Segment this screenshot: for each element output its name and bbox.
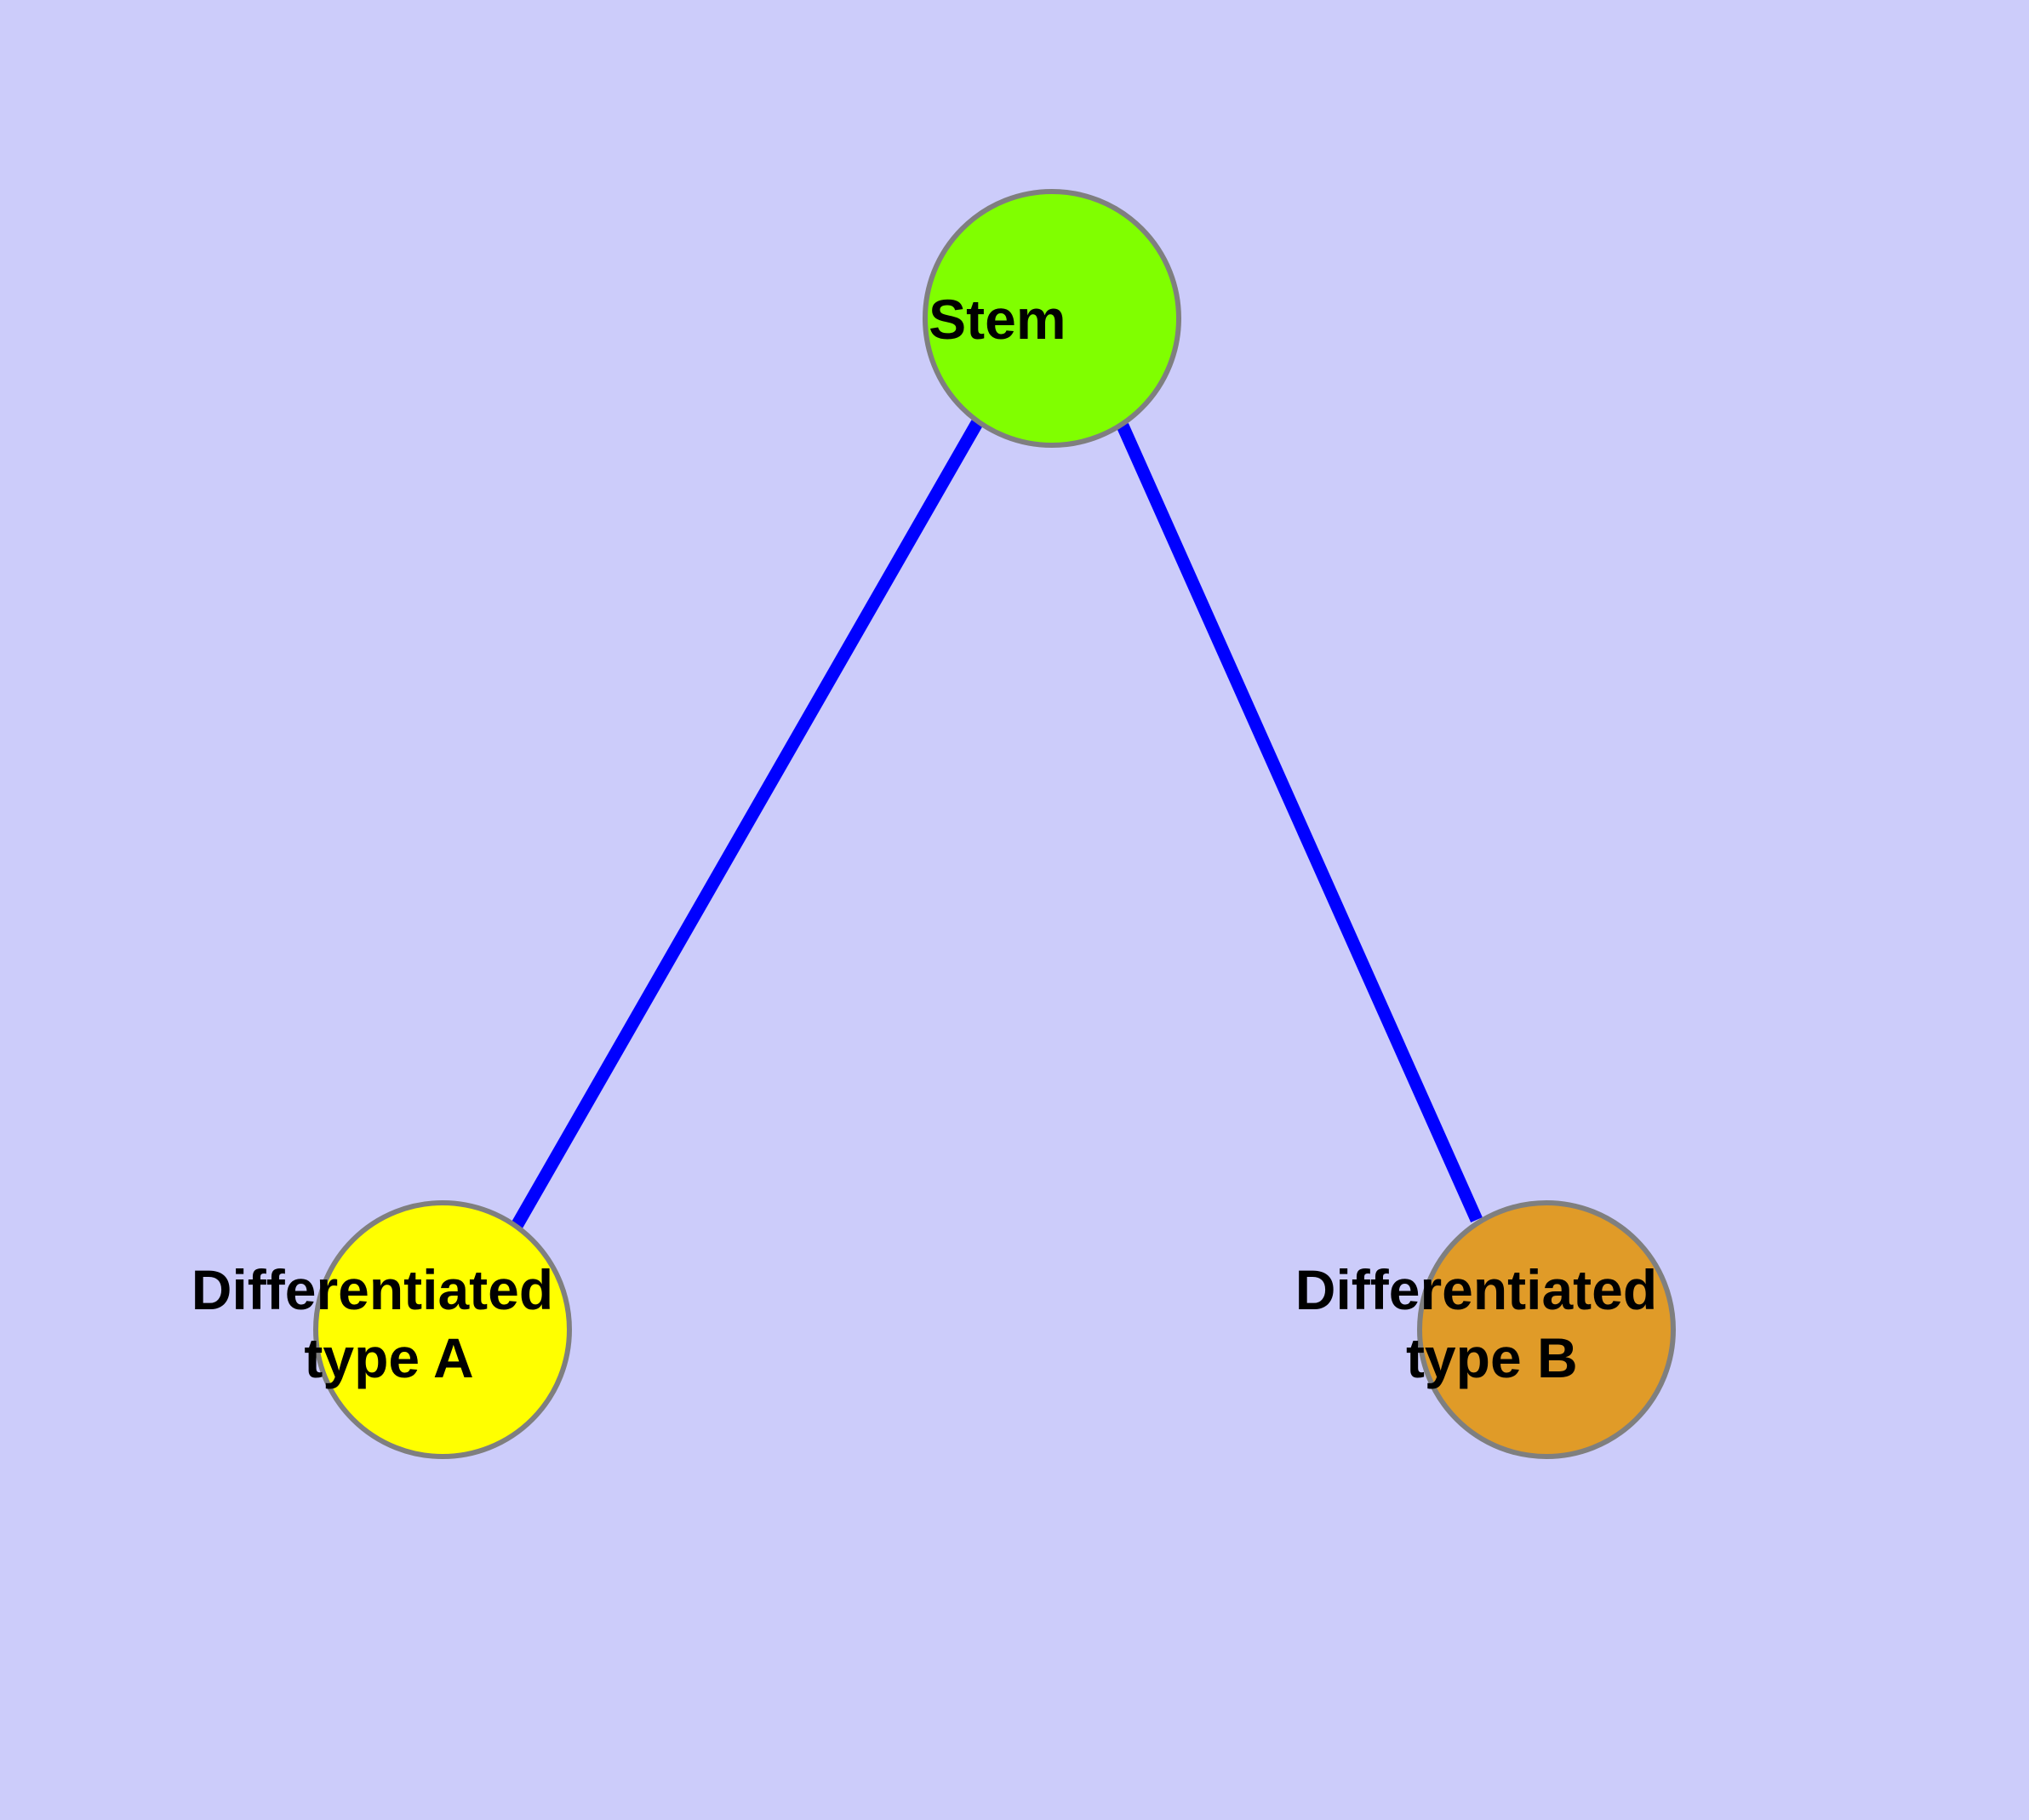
node-differentiated-type-a-circle[interactable] xyxy=(313,1200,572,1459)
node-differentiated-type-a[interactable] xyxy=(313,1200,572,1459)
node-differentiated-type-a-label-line-1: Differentiated xyxy=(191,1258,553,1321)
edge-layer xyxy=(511,420,1483,1229)
node-differentiated-type-b-label-line-2: type B xyxy=(1406,1326,1578,1389)
edge-stem-to-differentiated-type-a[interactable] xyxy=(511,420,983,1229)
node-stem-label: Stem xyxy=(929,288,1175,351)
node-differentiated-type-a-label: Differentiated type A xyxy=(191,1258,694,1389)
node-differentiated-type-b-label: Differentiated type B xyxy=(1295,1258,1798,1389)
node-stem[interactable] xyxy=(923,189,1181,448)
edge-stem-to-differentiated-type-b[interactable] xyxy=(1117,422,1483,1223)
node-stem-label-line-1: Stem xyxy=(929,288,1066,351)
node-layer xyxy=(313,189,1676,1459)
node-differentiated-type-b-label-line-1: Differentiated xyxy=(1295,1258,1657,1321)
label-layer: Stem Differentiated type A Differentiate… xyxy=(191,288,1798,1389)
node-differentiated-type-b[interactable] xyxy=(1417,1200,1676,1459)
node-differentiated-type-b-circle[interactable] xyxy=(1417,1200,1676,1459)
node-stem-circle[interactable] xyxy=(923,189,1181,448)
node-differentiated-type-a-label-line-2: type A xyxy=(304,1326,472,1389)
